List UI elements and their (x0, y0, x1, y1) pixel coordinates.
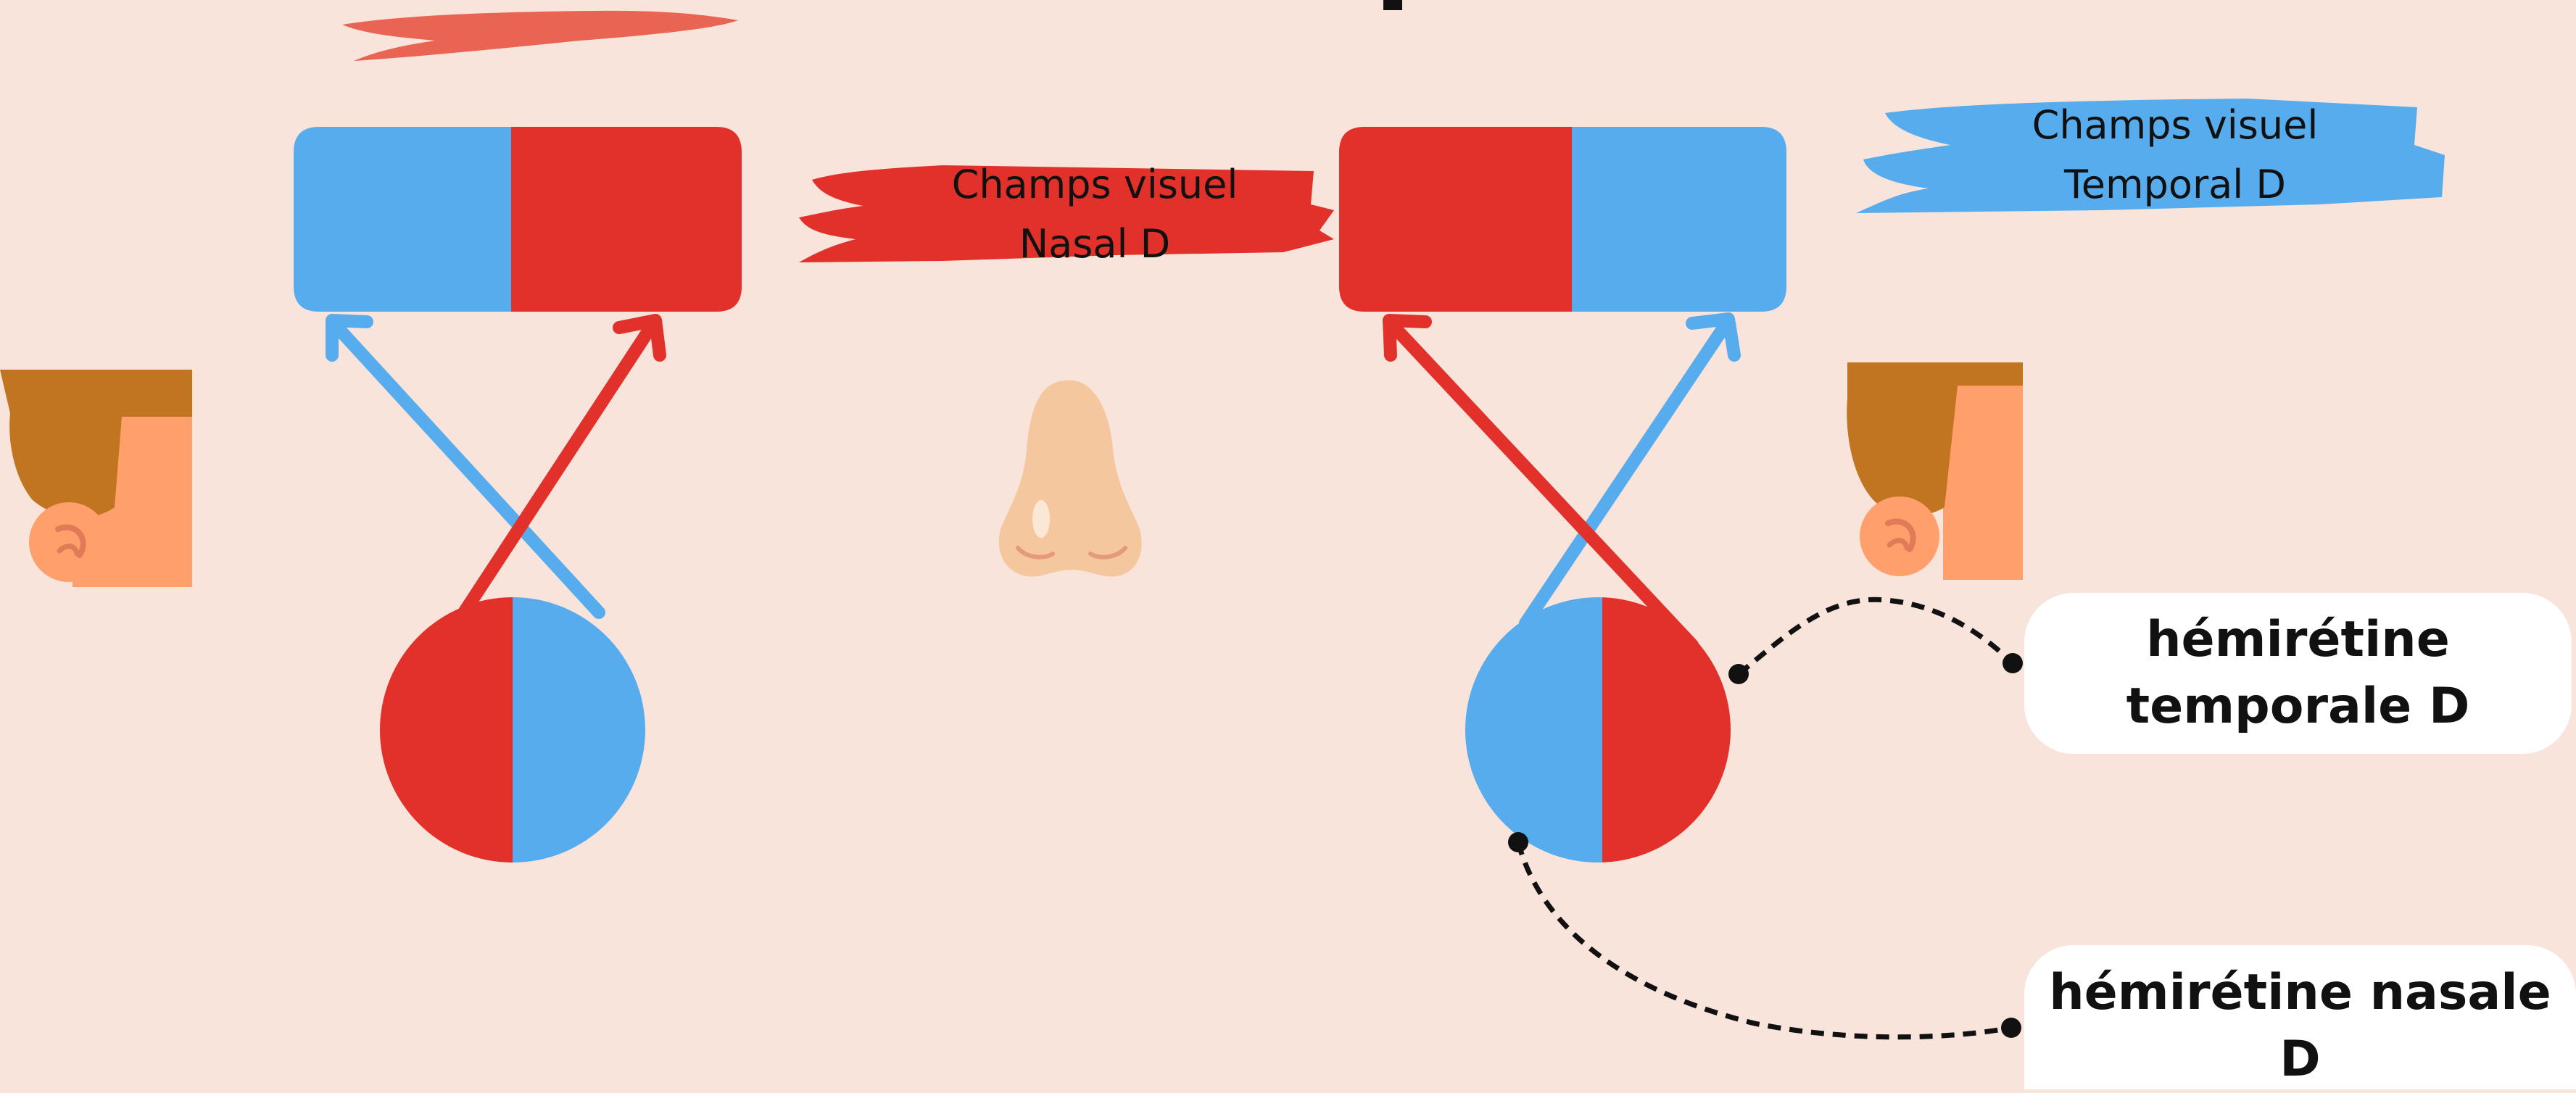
left-visual-field-box (294, 127, 742, 312)
nasal-hemiretina-line2: D (2049, 1026, 2551, 1093)
nasal-hemiretina-label: hémirétine nasale D (2024, 945, 2576, 1089)
left-eye-icon (377, 594, 650, 870)
left-field-red-half (511, 127, 742, 312)
connector-nasal (1508, 832, 2021, 1038)
left-head-icon (0, 370, 196, 587)
right-field-red-half (1339, 127, 1572, 312)
right-eye-icon (1463, 594, 1740, 870)
left-field-blue-half (294, 127, 511, 312)
title-fragment (1383, 0, 1402, 10)
nose-icon (999, 381, 1142, 577)
right-head-icon (1847, 362, 2023, 580)
temporal-hemiretina-line1: hémirétine (2126, 607, 2470, 673)
nasal-field-label: Champs visuel Nasal D (914, 155, 1276, 274)
nasal-hemiretina-line1: hémirétine nasale (2049, 960, 2551, 1026)
right-visual-field-box (1339, 127, 1786, 312)
connector-temporal (1728, 599, 2023, 684)
temporal-hemiretina-label: hémirétine temporale D (2024, 593, 2572, 754)
nasal-field-label-line1: Champs visuel (914, 155, 1276, 215)
temporal-field-label-line1: Champs visuel (1987, 96, 2364, 155)
brush-stroke-top (342, 11, 738, 61)
nasal-field-label-line2: Nasal D (914, 215, 1276, 274)
temporal-field-label: Champs visuel Temporal D (1987, 96, 2364, 215)
temporal-hemiretina-line2: temporale D (2126, 673, 2470, 740)
right-field-blue-half (1572, 127, 1786, 312)
temporal-field-label-line2: Temporal D (1987, 155, 2364, 215)
